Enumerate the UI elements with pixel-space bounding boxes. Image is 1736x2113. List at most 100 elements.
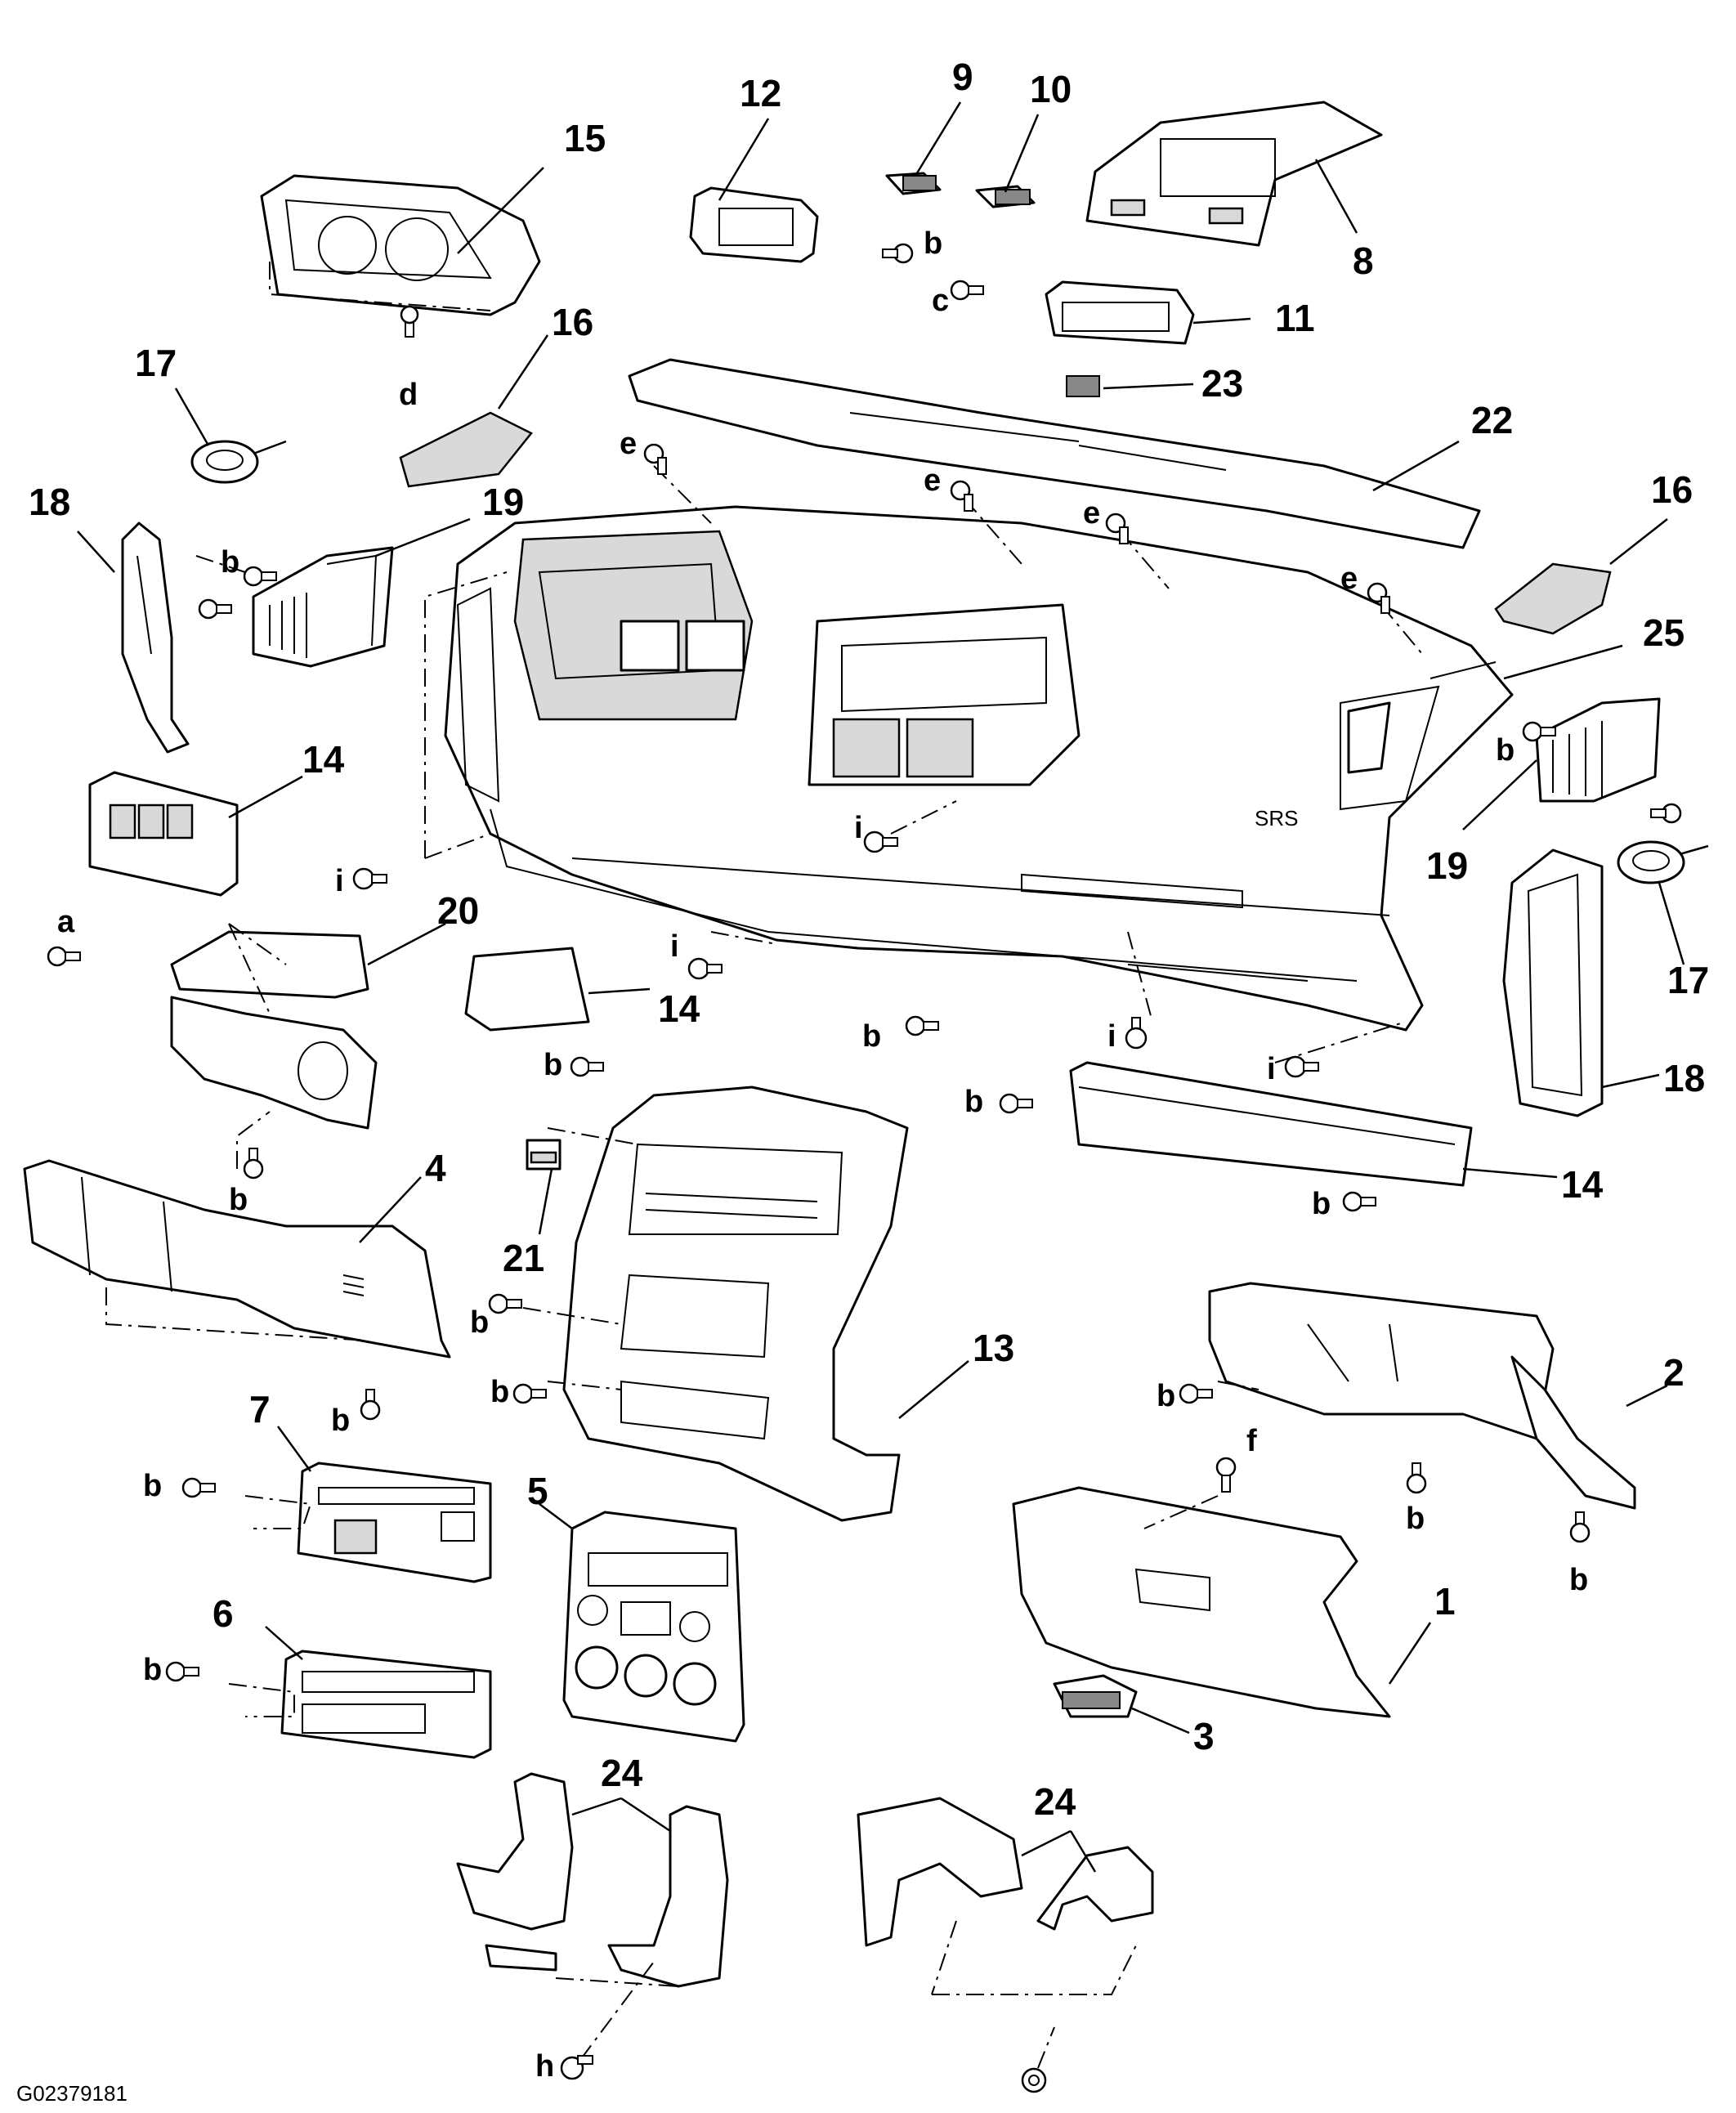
screw-i-icon [863, 830, 898, 853]
callout-16a: 16 [552, 301, 593, 343]
nut-icon [1021, 2067, 1047, 2093]
fastener-label-e: e [1083, 496, 1100, 530]
callout-14b: 14 [658, 987, 700, 1030]
screw-d-icon [400, 305, 419, 338]
part-3-glovebox-latch [1053, 1674, 1138, 1718]
screw-i-icon [1125, 1017, 1148, 1050]
screw-b-icon [570, 1056, 604, 1077]
screw-f-icon [1215, 1457, 1237, 1493]
screw-i-icon [352, 867, 387, 890]
dashboard-main-panel: SRS [444, 505, 1514, 1032]
part-8-display-hood [1085, 101, 1383, 247]
callout-21: 21 [503, 1237, 544, 1279]
callout-11: 11 [1275, 297, 1315, 339]
part-10-switch [975, 185, 1036, 208]
callout-10: 10 [1030, 68, 1072, 110]
callout-20: 20 [437, 889, 479, 932]
part-21-clip [526, 1139, 562, 1171]
callout-18b: 18 [1663, 1057, 1705, 1099]
part-14-trim-strip-right [1069, 1061, 1473, 1187]
fastener-label-a: a [57, 905, 75, 939]
fastener-label-e: e [1340, 562, 1358, 596]
part-14-blank-cover-center [464, 947, 590, 1032]
screw-c-icon [950, 280, 984, 301]
callout-24b: 24 [1034, 1780, 1076, 1823]
callout-numbers: 15 12 9 10 8 11 23 22 16 16 17 17 18 18 … [29, 56, 1709, 1823]
screw-b-icon [1406, 1462, 1427, 1494]
screw-b-icon [243, 566, 277, 587]
fastener-label-b: b [544, 1048, 562, 1082]
svg-text:SRS: SRS [1255, 806, 1298, 830]
screw-icon [1650, 803, 1682, 824]
figure-id-code: G02379181 [16, 2081, 128, 2106]
fastener-label-b: b [331, 1403, 350, 1438]
part-23-switch [1066, 375, 1100, 397]
callout-25: 25 [1643, 611, 1685, 654]
screw-b-icon [1522, 721, 1556, 742]
callout-3: 3 [1193, 1715, 1215, 1757]
part-20-steering-column-cover [170, 930, 378, 1130]
screw-i-icon [1284, 1055, 1319, 1078]
fastener-label-d: d [399, 378, 418, 412]
callout-7: 7 [249, 1388, 271, 1430]
screw-i-icon [687, 957, 723, 980]
fastener-label-i: i [670, 929, 679, 964]
callout-5: 5 [527, 1470, 548, 1512]
screw-b-icon [882, 243, 914, 264]
screw-b-icon [243, 1148, 264, 1180]
part-24-bracket-right [857, 1797, 1154, 1947]
part-13-center-bezel [562, 1086, 909, 1522]
screw-h-icon [560, 2055, 593, 2080]
part-11-hvac-display [1045, 280, 1195, 345]
callout-19b: 19 [1426, 844, 1468, 887]
part-16-speaker-grille-right [1494, 562, 1612, 635]
part-19-air-vent-right [1535, 697, 1661, 803]
callout-leader-lines [77, 101, 1685, 1873]
fastener-label-b: b [143, 1653, 162, 1687]
fastener-label-b: b [924, 226, 942, 261]
screw-b-icon [1342, 1191, 1376, 1212]
part-18-side-trim-left [121, 522, 190, 754]
fastener-label-b: b [964, 1085, 983, 1119]
screw-b-icon [488, 1293, 522, 1314]
screw-b-icon [165, 1661, 199, 1682]
callout-6: 6 [213, 1592, 234, 1635]
screw-b-icon [181, 1477, 216, 1498]
callout-19a: 19 [482, 481, 524, 523]
fastener-label-b: b [221, 545, 239, 580]
part-25-bracket [1430, 661, 1497, 679]
part-2-glovebox-housing [1208, 1282, 1636, 1510]
callout-17a: 17 [135, 342, 177, 384]
part-1-glovebox-door [1012, 1486, 1391, 1718]
part-18-side-trim-right [1502, 848, 1604, 1117]
screw-icon [198, 598, 232, 620]
callout-14a: 14 [302, 738, 345, 781]
fastener-label-c: c [932, 284, 949, 318]
callout-9: 9 [952, 56, 973, 98]
part-14-switch-panel-left [88, 771, 239, 897]
callout-17b: 17 [1667, 959, 1709, 1001]
fastener-label-f: f [1246, 1424, 1257, 1458]
part-5-control-panel [562, 1511, 745, 1743]
fastener-label-b: b [1312, 1187, 1331, 1221]
part-12-module [689, 186, 819, 263]
screw-e-icon [1105, 513, 1129, 544]
fastener-screws [47, 243, 1682, 2093]
fastener-label-b: b [1406, 1502, 1425, 1536]
screw-b-icon [1179, 1383, 1213, 1404]
callout-2: 2 [1663, 1351, 1685, 1394]
screw-b-icon [905, 1015, 939, 1036]
part-24-bracket-left [456, 1772, 729, 1988]
part-22-dash-top-pad [628, 358, 1481, 549]
part-4-knee-panel [23, 1159, 451, 1359]
fastener-letters: d b c e e e e b i i i i i b a b b b b b … [57, 226, 1588, 2084]
part-6-audio-unit [280, 1650, 492, 1759]
part-17-speaker-right [1617, 840, 1709, 884]
screw-b-icon [1569, 1511, 1591, 1543]
screw-a-icon [47, 946, 81, 967]
screw-b-icon [512, 1383, 547, 1404]
fastener-label-b: b [1496, 733, 1515, 768]
callout-1: 1 [1434, 1580, 1456, 1623]
fastener-label-b: b [470, 1305, 489, 1340]
